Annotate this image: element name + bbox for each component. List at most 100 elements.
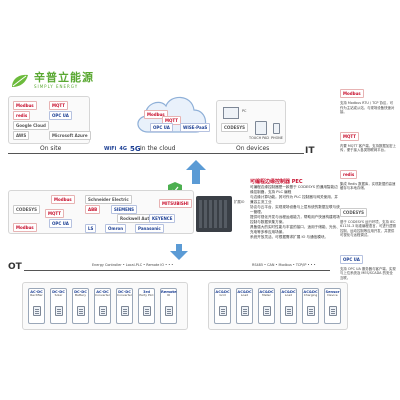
device-type: DC-DC: [52, 290, 65, 294]
cloud-modbus-tag: Modbus: [144, 110, 168, 119]
pec-desc-line: 具备强大的实时性能与丰富的接口，适用于储能、光伏、充电等多种应用场景。: [250, 225, 340, 234]
device-type: AC&DC: [281, 290, 296, 294]
partner-siemens-tag: SIEMENS: [111, 205, 138, 214]
device-subtitle: Charging: [303, 293, 318, 297]
plc-device-image: [196, 196, 232, 232]
device-icon: [263, 306, 271, 316]
rc-block: OPC UA 支持 OPC UA 服务器与客户端，实现与上位系统及 MES/SC…: [340, 246, 396, 281]
device-subtitle: IO: [166, 293, 171, 297]
device-icon: [143, 306, 151, 316]
cloud-wisepaas-tag: WISE-PaaS: [180, 123, 211, 132]
bus-label-left: Energy Controller • Local-PLC • Remote I…: [92, 263, 174, 267]
rc-mqtt-tag: MQTT: [340, 131, 359, 141]
up-arrow-icon: [186, 160, 206, 184]
devices-panel: PC CODESYS TOUCH PAD PHONE: [216, 100, 286, 144]
devices-codesys-tag: CODESYS: [221, 123, 249, 132]
device-type: AC&DC: [303, 290, 318, 294]
bus-label-right: RS485 • CAN • Modbus • TCP/IP • • •: [252, 263, 316, 267]
device-subtitle: Party PLC: [139, 293, 154, 297]
rc-block: Modbus 支持 Modbus RTU / TCP 协议，可作为主站或从站，与…: [340, 80, 396, 115]
device-icon: [165, 306, 173, 316]
device-subtitle: Solar: [54, 293, 63, 297]
rc-codesys-tag: CODESYS: [340, 207, 368, 217]
partner-keyence-tag: KEYENCE: [149, 214, 176, 223]
wifi-icon: WiFi: [104, 146, 117, 152]
partner-panasonic-tag: Panasonic: [135, 224, 164, 233]
partner-modbus2-tag: Modbus: [13, 223, 37, 232]
mqtt-tag: MQTT: [49, 101, 68, 110]
device-icon: [33, 306, 41, 316]
device-subtitle: Grid: [219, 293, 226, 297]
tablet-icon: [255, 121, 267, 135]
on-site-label: On site: [40, 145, 62, 152]
device-subtitle: Converter: [117, 293, 132, 297]
partner-omron-tag: Omron: [105, 224, 127, 233]
pec-desc-line: 系统开放灵活，可根据需求扩展 IO 与通信模块。: [250, 235, 329, 239]
pec-title: 可编程边缘控制器 PEC: [250, 179, 303, 185]
rc-text: 内置 MQTT 客户端，支持数据加密上传，便于接入各类物联网平台。: [340, 143, 396, 153]
device-subtitle: Device: [327, 293, 338, 297]
device-icon: [99, 306, 107, 316]
rc-block: MQTT 内置 MQTT 客户端，支持数据加密上传，便于接入各类物联网平台。: [340, 123, 396, 153]
pec-desc-line: 与边缘计算功能。其可作为 PLC 控制器与网关使用，并兼容主流工业: [250, 195, 339, 204]
pc-icon: [223, 107, 239, 119]
aws-tag: AWS: [13, 131, 30, 140]
partner-abb-tag: ABB: [85, 205, 101, 214]
rc-text: 集成 Redis 数据库，实现数据的高速缓存与本地存储。: [340, 181, 396, 191]
partner-modbus-tag: Modbus: [51, 195, 75, 204]
device-type: 3rd: [143, 290, 150, 294]
partner-mitsubishi-tag: MITSUBISHI: [159, 199, 192, 208]
pec-desc-line: 协议与云平台，实现现场设备与上层系统的数据互联与统一管理。: [250, 205, 340, 214]
right-column: Modbus 支持 Modbus RTU / TCP 协议，可作为主站或从站，与…: [340, 80, 396, 280]
cloud-opcua-tag: OPC UA: [150, 123, 173, 132]
phone-icon: [273, 123, 280, 134]
on-devices-label: On devices: [236, 145, 270, 152]
pec-description: 可编程边缘控制器 PEC 可编程边缘控制器是一款基于 CODESYS 的通用智能…: [250, 180, 340, 240]
brand-name: 辛普立能源: [34, 71, 94, 84]
partner-mqtt-tag: MQTT: [45, 209, 64, 218]
rc-modbus-tag: Modbus: [340, 89, 364, 98]
device-icon: [307, 306, 315, 316]
rc-text: 基于 CODESYS 运行环境，支持 IEC 61131-3 标准编程语言，可进…: [340, 219, 396, 238]
opcua-tag: OPC UA: [49, 111, 72, 120]
device-icon: [329, 306, 337, 316]
device-icon: [121, 306, 129, 316]
network-icons: WiFi 4G 5G: [104, 145, 141, 153]
pec-desc-line: 可编程边缘控制器是一款基于 CODESYS 的通用智能边缘控制器，支持 PLC …: [250, 185, 338, 194]
rc-text: 支持 OPC UA 服务器与客户端，实现与上位系统及 MES/SCADA 的安全…: [340, 266, 396, 280]
it-label: IT: [305, 146, 315, 156]
device-type: AC-DC: [96, 290, 109, 294]
expand-io-label: 扩展IO: [234, 200, 245, 204]
device-type: DC-DC: [118, 290, 131, 294]
leaf-icon: [10, 73, 30, 89]
device-type: AC&DC: [237, 290, 252, 294]
partner-codesys-tag: CODESYS: [13, 205, 41, 214]
cloud-panel: Modbus MQTT OPC UA WISE-PaaS: [132, 88, 212, 138]
partner-schneider-tag: Schneider Electric: [85, 195, 132, 204]
device-subtitle: Load: [284, 293, 293, 297]
modbus-tag: Modbus: [13, 101, 37, 110]
azure-tag: Microsoft Azure: [49, 131, 91, 140]
device-icon: [285, 306, 293, 316]
in-cloud-label: In the cloud: [140, 145, 176, 152]
pec-desc-line: 提供可视化开发与远程运维能力，帮助用户快速构建现场控制与数据采集方案。: [250, 215, 340, 224]
it-axis-line: [8, 153, 304, 154]
on-site-panel: Modbus MQTT redis OPC UA Google Cloud AW…: [8, 96, 91, 144]
device-type: Sensor: [325, 290, 340, 294]
device-pc-label: PC: [242, 109, 247, 113]
ot-axis-line: [24, 270, 330, 271]
partner-ls-tag: LS: [85, 224, 97, 233]
device-subtitle: Meter: [262, 293, 271, 297]
device-subtitle: Rectifier: [30, 293, 43, 297]
brand-logo: 辛普立能源 SIMPLY ENERGY: [10, 72, 94, 89]
device-type: Remote: [161, 290, 177, 294]
